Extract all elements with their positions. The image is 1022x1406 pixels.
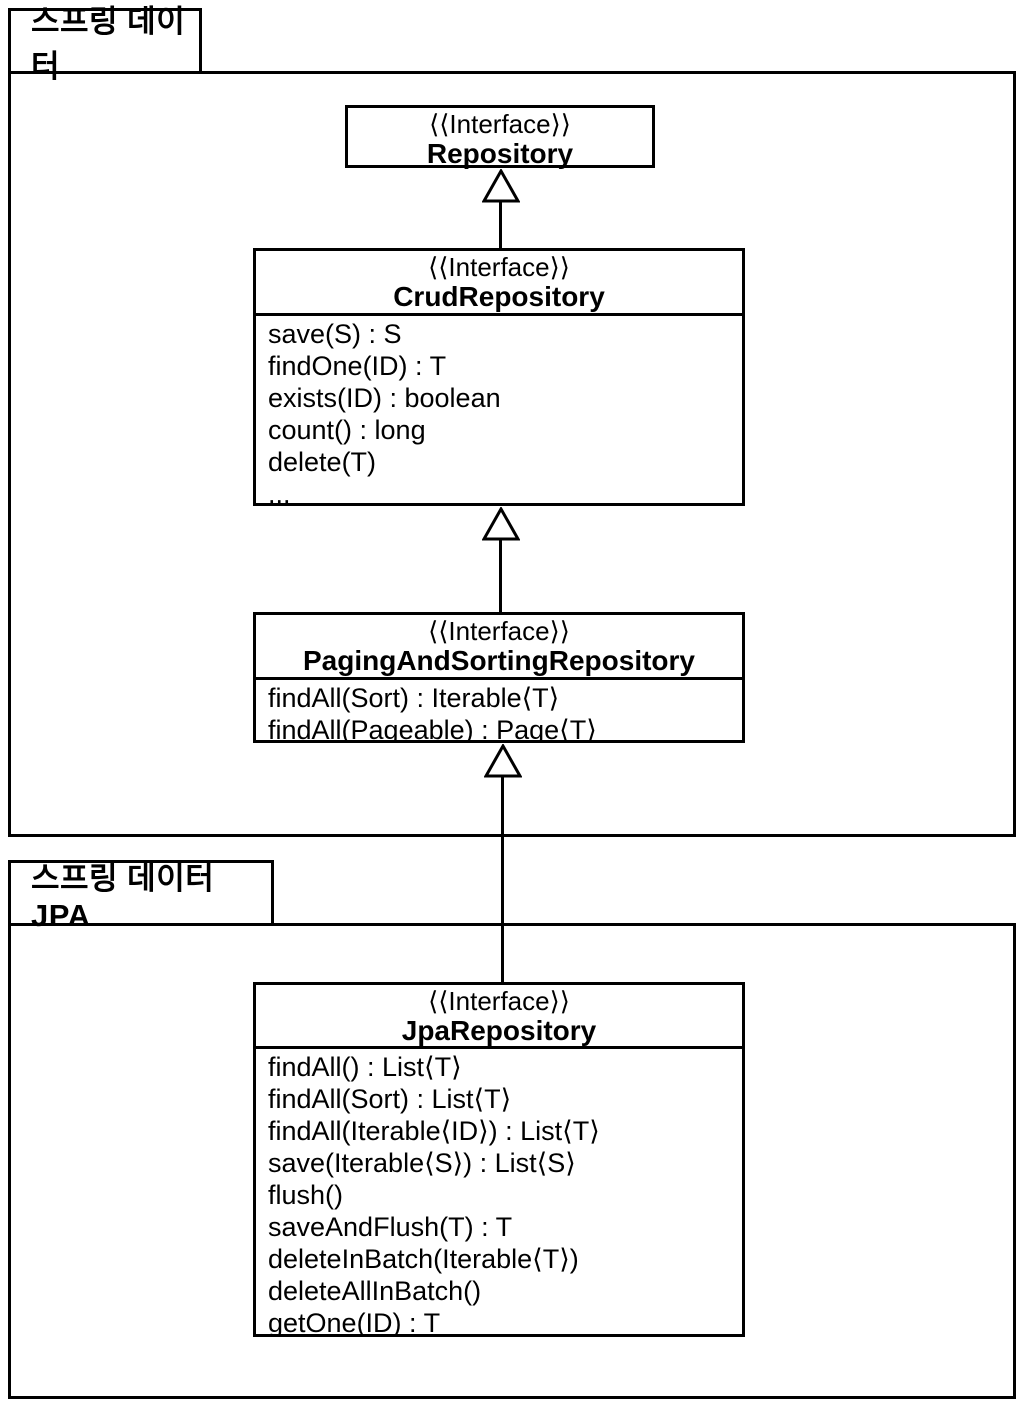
- method-item: findAll() : List⟨T⟩: [268, 1052, 462, 1082]
- method-item: deleteInBatch(Iterable⟨T⟩): [268, 1244, 579, 1274]
- inheritance-line-paging-to-crud: [499, 537, 502, 612]
- class-box-paging-and-sorting-repository: ⟨⟨Interface⟩⟩ PagingAndSortingRepository…: [253, 612, 745, 743]
- class-name: CrudRepository: [393, 281, 605, 312]
- method-item: findAll(Sort) : Iterable⟨T⟩: [268, 683, 560, 713]
- stereotype-label: ⟨⟨Interface⟩⟩: [428, 986, 570, 1016]
- method-item: findOne(ID) : T: [268, 351, 447, 381]
- class-name: JpaRepository: [401, 1015, 597, 1046]
- method-item: count() : long: [268, 415, 426, 445]
- hollow-triangle-icon: [482, 169, 520, 203]
- method-item: getOne(ID) : T: [268, 1308, 441, 1334]
- package-spring-data-jpa-frame: [8, 923, 1016, 1399]
- method-item: saveAndFlush(T) : T: [268, 1212, 513, 1242]
- class-box-crud-repository: ⟨⟨Interface⟩⟩ CrudRepository save(S) : S…: [253, 248, 745, 506]
- hollow-triangle-icon: [482, 507, 520, 541]
- class-header: ⟨⟨Interface⟩⟩ PagingAndSortingRepository: [256, 615, 742, 677]
- method-item: flush(): [268, 1180, 344, 1210]
- method-item: deleteAllInBatch(): [268, 1276, 482, 1306]
- method-item: findAll(Iterable⟨ID⟩) : List⟨T⟩: [268, 1116, 600, 1146]
- method-item: delete(T): [268, 447, 377, 477]
- method-item: save(S) : S: [268, 319, 402, 349]
- method-item: findAll(Sort) : List⟨T⟩: [268, 1084, 512, 1114]
- class-header: ⟨⟨Interface⟩⟩ JpaRepository: [256, 985, 742, 1046]
- class-header: ⟨⟨Interface⟩⟩ Repository: [348, 108, 652, 169]
- class-header: ⟨⟨Interface⟩⟩ CrudRepository: [256, 251, 742, 313]
- methods-compartment: findAll() : List⟨T⟩findAll(Sort) : List⟨…: [256, 1046, 742, 1334]
- inheritance-line-jpa-to-paging: [501, 774, 504, 982]
- method-item: exists(ID) : boolean: [268, 383, 501, 413]
- class-name: Repository: [426, 138, 574, 169]
- stereotype-label: ⟨⟨Interface⟩⟩: [429, 109, 571, 139]
- package-spring-data-jpa-label: 스프링 데이터 JPA: [31, 860, 215, 933]
- stereotype-label: ⟨⟨Interface⟩⟩: [428, 616, 570, 646]
- method-item: findAll(Pageable) : Page⟨T⟩: [268, 715, 597, 740]
- hollow-triangle-icon: [484, 744, 522, 778]
- stereotype-label: ⟨⟨Interface⟩⟩: [428, 252, 570, 282]
- class-name: PagingAndSortingRepository: [303, 645, 695, 676]
- package-spring-data-jpa-tab: 스프링 데이터 JPA: [8, 860, 274, 933]
- class-box-repository: ⟨⟨Interface⟩⟩ Repository: [345, 105, 655, 169]
- package-spring-data-frame: [8, 71, 1016, 837]
- method-item: ...: [268, 479, 291, 503]
- method-item: save(Iterable⟨S⟩) : List⟨S⟩: [268, 1148, 576, 1178]
- package-spring-data-tab: 스프링 데이터: [8, 4, 202, 84]
- inheritance-line-crud-to-repository: [499, 199, 502, 248]
- class-box-jpa-repository: ⟨⟨Interface⟩⟩ JpaRepository findAll() : …: [253, 982, 745, 1337]
- package-spring-data-label: 스프링 데이터: [31, 4, 186, 84]
- methods-compartment: findAll(Sort) : Iterable⟨T⟩findAll(Pagea…: [256, 677, 742, 740]
